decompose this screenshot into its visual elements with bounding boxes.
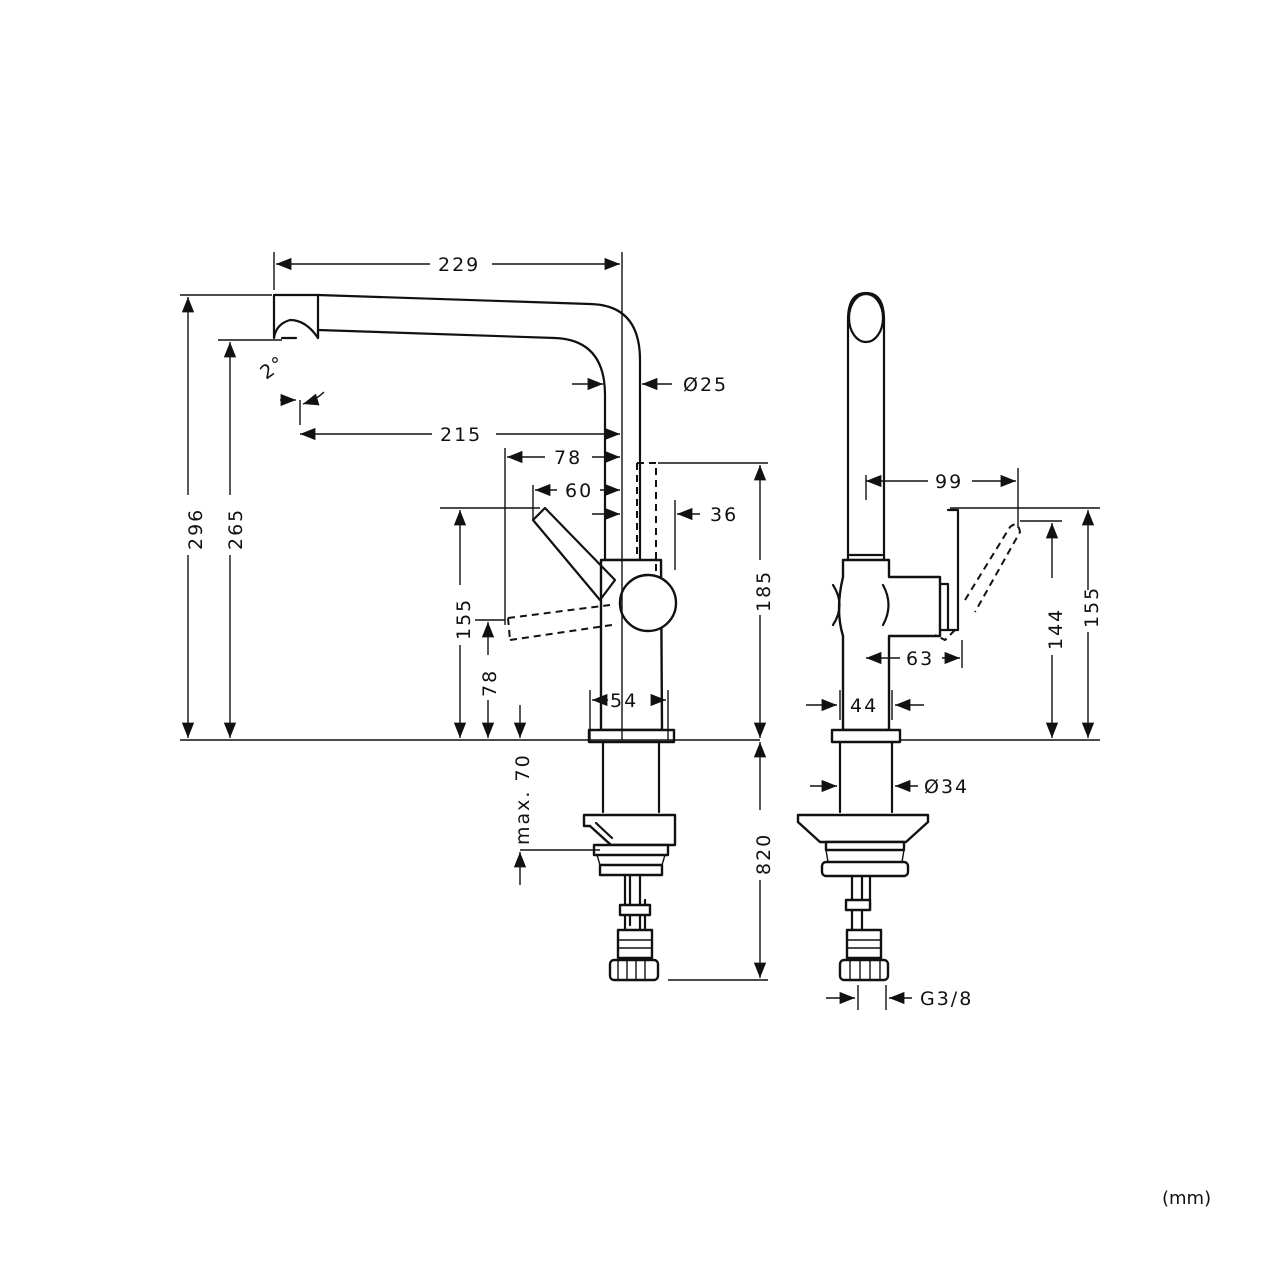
front-view-dimensions	[806, 468, 1100, 1010]
dim-155-side: 155	[453, 598, 475, 640]
dim-60: 60	[565, 480, 593, 502]
dim-diameter-25: Ø25	[683, 374, 728, 396]
front-mount-plate	[796, 813, 930, 844]
dim-265: 265	[225, 508, 247, 550]
mount-plate	[582, 813, 677, 847]
side-view-dimensions	[180, 252, 768, 981]
dim-215: 215	[440, 424, 482, 446]
base-plate	[587, 728, 676, 744]
dim-185: 185	[753, 570, 775, 612]
front-view-labels: 99 63 44 Ø34 G3/8 144 155	[850, 471, 1103, 1010]
side-view	[272, 293, 678, 982]
dim-820: 820	[753, 833, 775, 875]
dim-angle: 2°	[256, 351, 290, 384]
front-view	[796, 291, 1022, 982]
dim-54: 54	[610, 690, 638, 712]
dim-63: 63	[906, 648, 934, 670]
dim-diameter-34: Ø34	[924, 776, 969, 798]
front-body	[837, 558, 942, 732]
dim-99: 99	[935, 471, 963, 493]
dim-44: 44	[850, 695, 878, 717]
dim-g3-8: G3/8	[920, 988, 973, 1010]
front-lever	[946, 508, 960, 632]
lever-knob	[618, 573, 678, 633]
dim-78-horizontal: 78	[554, 447, 582, 469]
dim-144: 144	[1045, 608, 1067, 650]
side-view-labels: 229 215 Ø25 78 60 36 54 2° 296 265 155 7…	[185, 254, 775, 875]
units-label: (mm)	[1162, 1188, 1212, 1209]
dim-155-front: 155	[1081, 586, 1103, 628]
lever-handle	[531, 506, 617, 602]
dim-36: 36	[710, 504, 738, 526]
spout-outline	[272, 293, 642, 562]
dim-78-vertical: 78	[479, 669, 501, 697]
dim-229: 229	[438, 254, 480, 276]
dim-max-70: max. 70	[512, 753, 534, 845]
dim-296: 296	[185, 508, 207, 550]
front-base-plate	[830, 728, 902, 744]
